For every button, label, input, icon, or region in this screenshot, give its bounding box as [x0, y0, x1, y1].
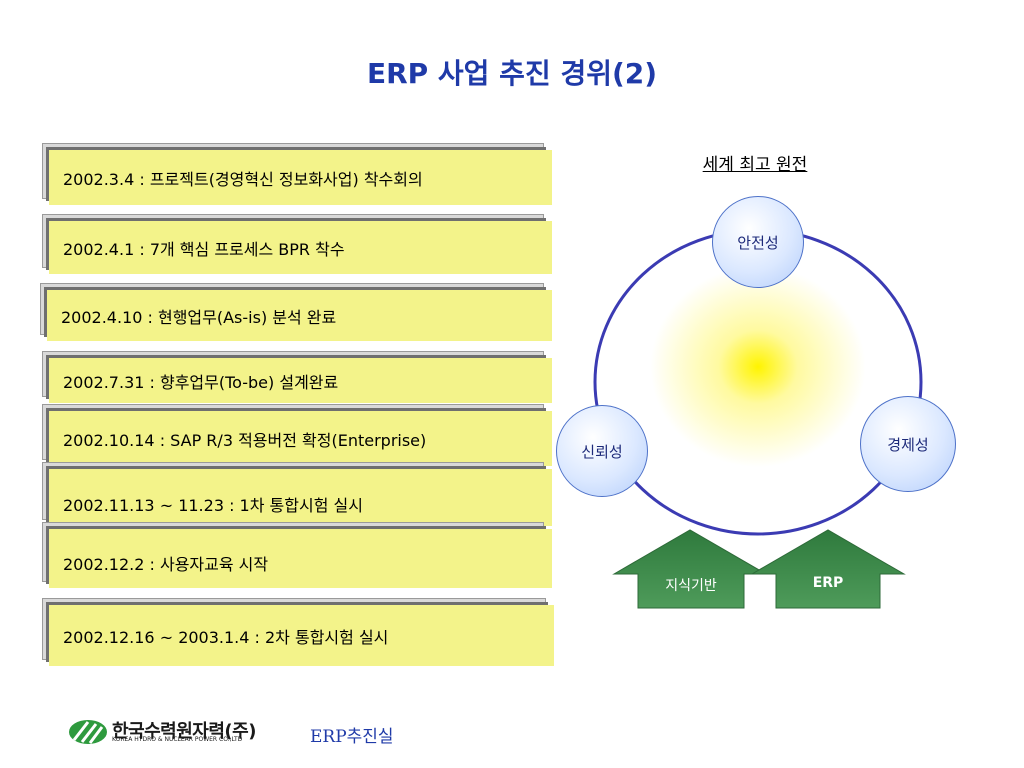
footer-department: ERP추진실	[310, 727, 394, 747]
timeline-item: 2002.4.1 : 7개 핵심 프로세스 BPR 착수	[42, 214, 552, 274]
company-logo-subtext: KOREA HYDRO & NUCLEAR POWER CO.,LTD	[112, 736, 243, 743]
timeline-item: 2002.10.14 : SAP R/3 적용버전 확정(Enterprise)	[42, 404, 552, 466]
timeline-item-text: 2002.10.14 : SAP R/3 적용버전 확정(Enterprise)	[49, 411, 552, 466]
goal-node-economy: 경제성	[860, 396, 956, 492]
timeline-item: 2002.7.31 : 향후업무(To-be) 설계완료	[42, 351, 552, 403]
timeline-item-text: 2002.12.2 : 사용자교육 시작	[49, 529, 552, 588]
timeline-item-text: 2002.11.13 ~ 11.23 : 1차 통합시험 실시	[49, 469, 552, 526]
timeline-item: 2002.12.2 : 사용자교육 시작	[42, 522, 552, 588]
timeline-item: 2002.4.10 : 현행업무(As-is) 분석 완료	[40, 283, 552, 341]
timeline-item-text: 2002.4.10 : 현행업무(As-is) 분석 완료	[47, 290, 552, 341]
timeline-item-text: 2002.7.31 : 향후업무(To-be) 설계완료	[49, 358, 552, 403]
goal-title: 세계 최고 원전	[702, 155, 808, 175]
timeline-item: 2002.12.16 ~ 2003.1.4 : 2차 통합시험 실시	[42, 598, 554, 666]
foundation-arrow-erp	[750, 529, 906, 609]
goal-node-reliability: 신뢰성	[556, 405, 648, 497]
foundation-arrow-knowledge	[612, 529, 768, 609]
foundation-label-erp: ERP	[812, 575, 844, 591]
timeline-item-text: 2002.12.16 ~ 2003.1.4 : 2차 통합시험 실시	[49, 605, 554, 666]
foundation-label-knowledge: 지식기반	[665, 578, 717, 594]
timeline-item-text: 2002.3.4 : 프로젝트(경영혁신 정보화사업) 착수회의	[49, 150, 552, 205]
slide-title: ERP 사업 추진 경위(2)	[366, 57, 658, 90]
goal-node-safety: 안전성	[712, 196, 804, 288]
company-logo-text: 한국수력원자력(주)	[112, 721, 256, 742]
company-logo-icon	[69, 720, 107, 744]
timeline-item-text: 2002.4.1 : 7개 핵심 프로세스 BPR 착수	[49, 221, 552, 274]
timeline-item: 2002.3.4 : 프로젝트(경영혁신 정보화사업) 착수회의	[42, 143, 552, 205]
timeline-item: 2002.11.13 ~ 11.23 : 1차 통합시험 실시	[42, 462, 552, 526]
